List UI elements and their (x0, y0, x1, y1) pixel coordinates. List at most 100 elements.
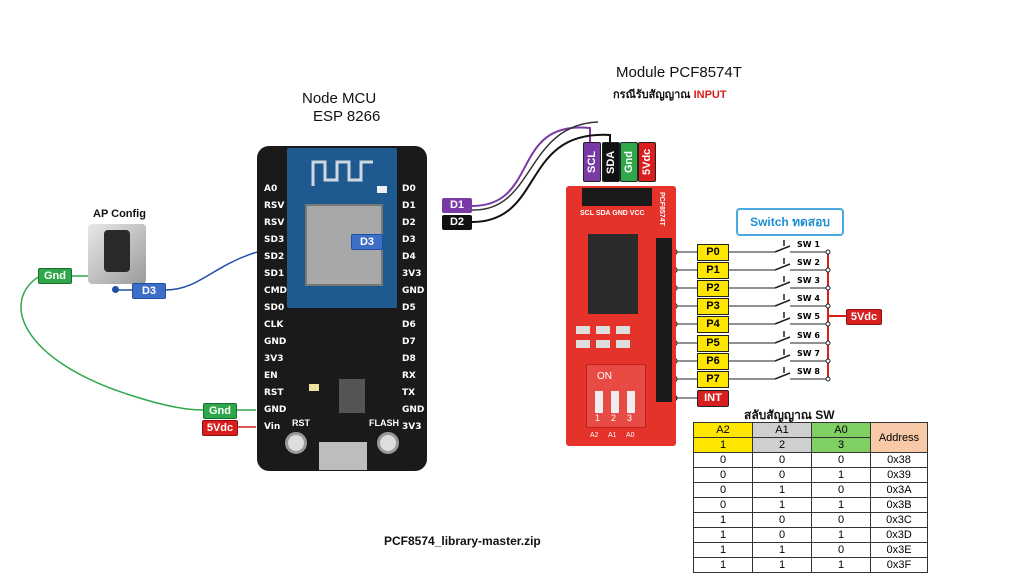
wire-gnd (20, 275, 205, 411)
cell-address: 0x39 (870, 467, 928, 483)
esp-led (377, 186, 387, 193)
cell-a0: 0 (811, 512, 871, 528)
usb-chip (339, 379, 365, 413)
header-tag-scl: SCL (583, 142, 601, 182)
nodemcu-title-line2: ESP 8266 (313, 108, 381, 125)
pin-left-rsv2: RSV (264, 218, 285, 228)
dip-number-1: 1 (595, 413, 601, 423)
header-tag-gnd: Gnd (620, 142, 638, 182)
header-tag-5vdc: 5Vdc (638, 142, 656, 182)
switch-label-3: SW 3 (797, 276, 820, 285)
cell-a0: 0 (811, 452, 871, 468)
dip-lever-3 (627, 391, 635, 413)
pin-left-en: EN (264, 371, 278, 381)
wifi-antenna-icon (311, 160, 373, 186)
pin-right-gnd2: GND (402, 405, 425, 415)
switch-label-8: SW 8 (797, 367, 820, 376)
pin-right-d0: D0 (402, 184, 416, 194)
addr-label-a0: A0 (626, 432, 635, 439)
pin-right-d1: D1 (402, 201, 416, 211)
addr-label-a2: A2 (590, 432, 599, 439)
tag-gnd-board: Gnd (203, 403, 237, 419)
pin-left-gnd2: GND (264, 405, 287, 415)
cell-a2: 1 (693, 542, 753, 558)
tag-d1: D1 (442, 198, 472, 213)
tag-d3-board: D3 (351, 234, 383, 250)
switch-outputs (790, 251, 826, 380)
switch-test-label: Switch ทดสอบ (736, 208, 844, 236)
address-table-title: สลับสัญญาณ SW (744, 408, 835, 422)
pin-right-gnd1: GND (402, 286, 425, 296)
dip-on-label: ON (597, 371, 612, 382)
cell-a0: 0 (811, 482, 871, 498)
pin-left-a0: A0 (264, 184, 278, 194)
esp-module (287, 148, 397, 308)
module-subtitle-input: INPUT (693, 89, 727, 101)
dip-lever-2 (611, 391, 619, 413)
switch-label-1: SW 1 (797, 240, 820, 249)
nodemcu-title-line1: Node MCU (302, 90, 377, 107)
cell-address: 0x3A (870, 482, 928, 498)
library-file-label: PCF8574_library-master.zip (384, 534, 541, 548)
rst-button (285, 432, 307, 454)
dip-number-2: 2 (611, 413, 617, 423)
pin-left-gnd1: GND (264, 337, 287, 347)
port-p7: P7 (697, 371, 729, 388)
header-tag-sda: SDA (602, 142, 620, 182)
ap-config-label: AP Config (93, 208, 146, 220)
switch-label-5: SW 5 (797, 312, 820, 321)
cell-a0: 1 (811, 497, 871, 513)
pin-right-d5: D5 (402, 303, 416, 313)
tag-5vdc-switch: 5Vdc (846, 309, 882, 325)
module-silk-side: PCF8574T (658, 192, 665, 226)
cell-a0: 1 (811, 527, 871, 543)
cell-a1: 0 (752, 512, 812, 528)
cell-a1: 1 (752, 557, 812, 573)
header-a0: A0 (811, 422, 871, 438)
button-pin-dot (112, 286, 119, 293)
rst-label: RST (292, 418, 310, 428)
cell-address: 0x3D (870, 527, 928, 543)
switch-label-2: SW 2 (797, 258, 820, 267)
module-subtitle: กรณีรับสัญญาณ INPUT (613, 85, 727, 103)
flash-label: FLASH (369, 418, 399, 428)
pin-left-sd3: SD3 (264, 235, 285, 245)
cell-address: 0x3C (870, 512, 928, 528)
pcf8574-module: SCL SDA GND VCC PCF8574T ON 1 2 3 A2 A1 … (566, 186, 676, 446)
cell-a2: 0 (693, 452, 753, 468)
cell-a2: 0 (693, 467, 753, 483)
dip-switch: ON 1 2 3 (586, 364, 646, 428)
cell-a2: 0 (693, 497, 753, 513)
nodemcu-board: RST FLASH (257, 146, 427, 471)
port-p6: P6 (697, 353, 729, 370)
pin-left-clk: CLK (264, 320, 284, 330)
cell-address: 0x3F (870, 557, 928, 573)
port-p5: P5 (697, 335, 729, 352)
cell-address: 0x3E (870, 542, 928, 558)
switch-label-4: SW 4 (797, 294, 820, 303)
cell-a1: 1 (752, 482, 812, 498)
pin-right-rx: RX (402, 371, 416, 381)
switch-label-7: SW 7 (797, 349, 820, 358)
tag-int: INT (697, 390, 729, 407)
pin-right-d4: D4 (402, 252, 416, 262)
cell-a2: 1 (693, 527, 753, 543)
cell-a1: 0 (752, 467, 812, 483)
switch-a1: 2 (752, 437, 812, 453)
flash-button (377, 432, 399, 454)
pcf8574-chip (588, 234, 638, 314)
cell-a1: 0 (752, 527, 812, 543)
pin-left-3v3: 3V3 (264, 354, 284, 364)
table-switch-row: 1 2 3 (693, 437, 928, 453)
pin-left-vin: Vin (264, 422, 281, 432)
dip-lever-1 (595, 391, 603, 413)
pin-left-rsv1: RSV (264, 201, 285, 211)
cell-a1: 0 (752, 452, 812, 468)
pin-left-sd2: SD2 (264, 252, 285, 262)
